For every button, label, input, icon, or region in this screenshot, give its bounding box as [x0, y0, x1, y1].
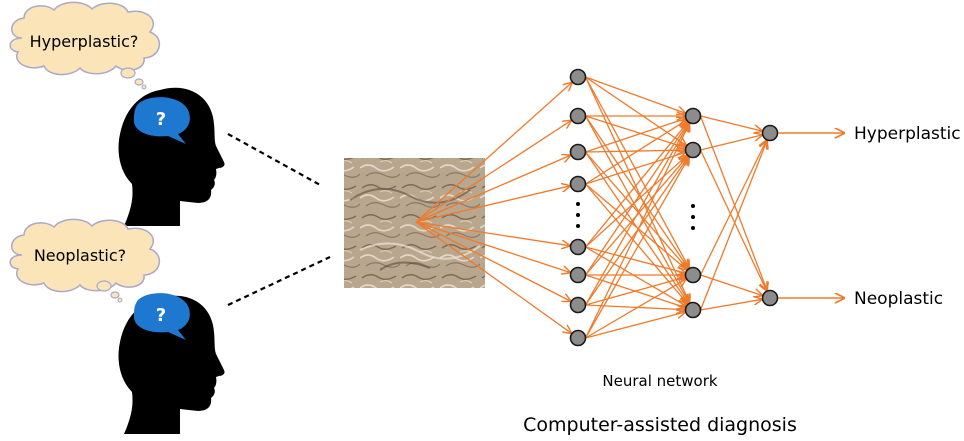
- gaze-line-top: [227, 133, 323, 187]
- connection-image-to-input-3: [415, 186, 570, 223]
- thought-cloud-icon: [9, 218, 161, 303]
- output-node-1: [761, 289, 779, 307]
- connection-hidden-0-to-output-1: [699, 115, 767, 290]
- input-node-4: [569, 238, 587, 256]
- connection-input-3-to-hidden-1: [585, 153, 685, 185]
- thought-text-hyperplastic: Hyperplastic?: [30, 32, 139, 51]
- connection-image-to-input-2: [415, 155, 570, 223]
- input-node-1: [569, 107, 587, 125]
- gaze-line-bottom: [227, 256, 331, 306]
- caption-computer-assisted-diagnosis: Computer-assisted diagnosis: [523, 414, 797, 436]
- connection-input-2-to-hidden-0: [585, 119, 685, 153]
- connection-input-0-to-hidden-3: [584, 76, 690, 302]
- input-node-2: [569, 143, 587, 161]
- connection-hidden-2-to-output-1: [700, 274, 762, 295]
- connection-input-5-to-hidden-0: [584, 123, 689, 276]
- connection-hidden-1-to-output-1: [699, 149, 767, 290]
- connection-hidden-0-to-output-0: [700, 115, 762, 131]
- connection-image-to-input-7: [415, 221, 571, 333]
- hidden-node-0: [684, 107, 702, 125]
- connection-input-2-to-hidden-2: [585, 151, 688, 269]
- input-node-6: [569, 296, 587, 314]
- connection-input-6-to-hidden-3: [585, 304, 685, 310]
- input-node-5: [569, 266, 587, 284]
- connection-hidden-2-to-output-0: [699, 141, 767, 276]
- question-bubble-icon: ?: [133, 97, 190, 144]
- connection-input-3-to-hidden-2: [585, 183, 687, 270]
- connection-input-7-to-hidden-0: [584, 124, 690, 339]
- output-label-hyperplastic: Hyperplastic: [854, 124, 961, 144]
- connection-hidden-3-to-output-0: [699, 141, 767, 311]
- hidden-ellipsis: [691, 204, 695, 230]
- connection-input-1-to-hidden-3: [584, 115, 689, 303]
- connection-input-4-to-hidden-0: [584, 123, 688, 248]
- tissue-image: [344, 158, 485, 288]
- input-node-3: [569, 175, 587, 193]
- connection-input-4-to-hidden-3: [585, 246, 686, 306]
- human-head-icon: [118, 295, 225, 434]
- output-label-neoplastic: Neoplastic: [854, 289, 943, 309]
- connection-input-1-to-hidden-2: [584, 115, 689, 268]
- output-node-0: [761, 124, 779, 142]
- connection-image-to-input-4: [415, 221, 570, 246]
- hidden-node-2: [684, 266, 702, 284]
- hidden-node-1: [684, 141, 702, 159]
- input-ellipsis: [576, 202, 580, 228]
- input-node-0: [569, 68, 587, 86]
- connection-input-7-to-hidden-1: [584, 157, 689, 339]
- connection-input-0-to-hidden-0: [585, 76, 686, 113]
- connection-image-to-input-0: [415, 83, 572, 223]
- connection-input-0-to-hidden-1: [585, 76, 686, 145]
- connection-input-0-to-hidden-2: [584, 76, 689, 268]
- input-node-7: [569, 329, 587, 347]
- connection-image-to-input-6: [415, 221, 570, 301]
- connection-hidden-3-to-output-1: [700, 299, 762, 311]
- connection-input-7-to-hidden-2: [585, 279, 686, 339]
- caption-neural-network: Neural network: [602, 372, 717, 390]
- network-connections: [415, 76, 767, 339]
- connection-input-6-to-hidden-2: [585, 277, 685, 306]
- network-nodes: [569, 68, 779, 347]
- connection-input-6-to-hidden-0: [584, 123, 689, 306]
- question-bubble-icon: ?: [133, 293, 190, 340]
- thought-cloud-icon: [9, 1, 161, 90]
- connection-input-4-to-hidden-1: [585, 156, 687, 248]
- connection-input-2-to-hidden-1: [585, 150, 685, 152]
- question-mark: ?: [156, 305, 166, 326]
- connection-input-3-to-hidden-0: [585, 121, 686, 185]
- thought-text-neoplastic: Neoplastic?: [34, 246, 126, 265]
- connection-image-to-input-5: [415, 221, 570, 272]
- connection-input-1-to-hidden-1: [585, 115, 685, 147]
- connection-image-to-input-1: [415, 121, 571, 223]
- connection-input-7-to-hidden-3: [585, 312, 685, 339]
- connection-input-3-to-hidden-3: [585, 183, 688, 304]
- question-mark: ?: [156, 109, 166, 130]
- hidden-node-3: [684, 301, 702, 319]
- connection-hidden-1-to-output-0: [700, 135, 762, 151]
